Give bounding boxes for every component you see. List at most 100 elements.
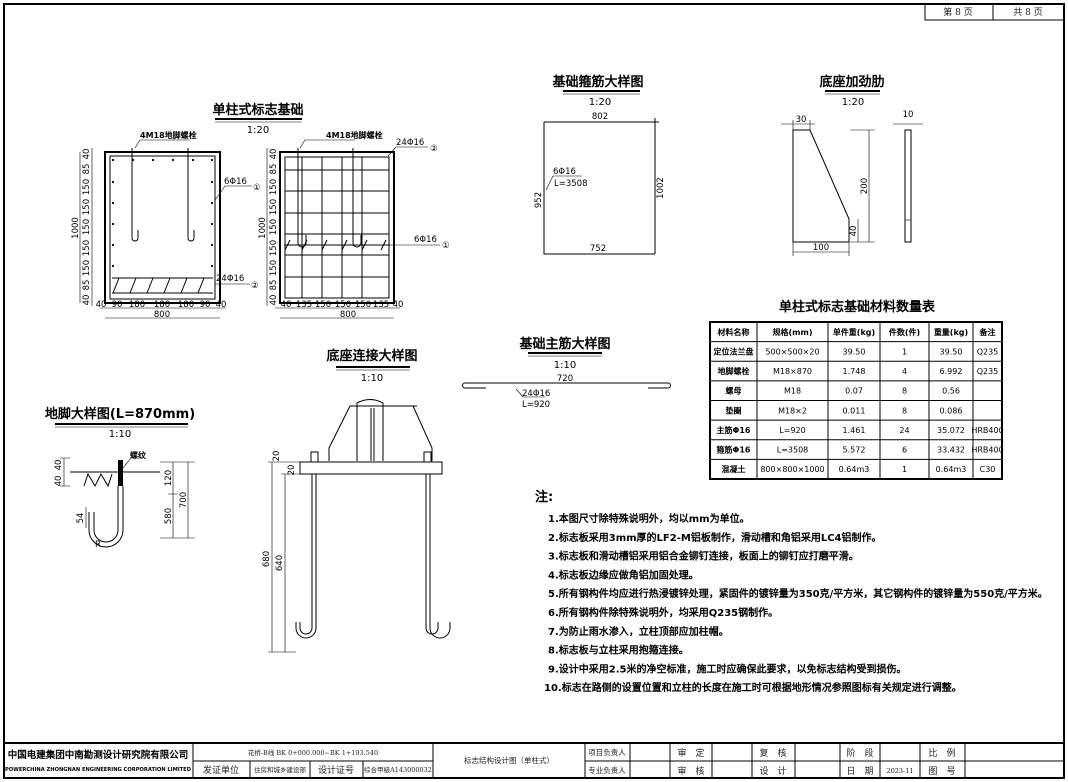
v-dim: 150	[269, 199, 279, 215]
h-dim: 180	[129, 300, 145, 310]
anchor-detail: 地脚大样图(L=870mm) 1:10 螺纹 40 40 54 R 120 58…	[45, 406, 195, 550]
stirrup-right: 1002	[656, 177, 666, 199]
cert: 综合甲级A143000032	[364, 765, 432, 774]
page-box: 第 8 页 共 8 页	[924, 3, 1065, 21]
v-dim: 150	[82, 240, 92, 256]
stirrup-label-left: 6Φ16	[224, 177, 247, 187]
v-dim: 85	[82, 280, 92, 291]
width-total: 800	[154, 310, 170, 320]
anchor-scale: 1:10	[109, 429, 131, 440]
h-dim: 180	[154, 300, 170, 310]
circle-2-right: ②	[430, 144, 438, 154]
v-dim: 150	[269, 260, 279, 276]
main-bar-label-left: 24Φ16	[216, 274, 244, 284]
anchor-dim-right: 700	[179, 492, 189, 508]
v-dim: 40	[269, 295, 279, 306]
table-cell: 500×500×20	[765, 347, 819, 356]
table-header: 规格(mm)	[773, 327, 813, 337]
note-item: 10.标志在路侧的设置位置和立柱的长度在施工时可根据地形情况参照图标有关规定进行…	[544, 681, 962, 694]
rib-detail: 底座加劲肋 1:20 30 10 200 40 100	[781, 74, 923, 256]
discipline-lead: 专业负责人	[588, 765, 626, 775]
table-cell: 螺母	[726, 386, 742, 396]
base-dim: 20	[272, 451, 282, 462]
rib-scale: 1:20	[842, 97, 864, 108]
h-dim: 135	[373, 300, 389, 310]
circle-1-right: ①	[442, 241, 450, 251]
v-dim: 40	[82, 295, 92, 306]
table-cell: Q235	[977, 367, 999, 376]
table-cell: 1.461	[843, 426, 866, 435]
issuer: 住房和城乡建设部	[254, 765, 307, 774]
anchor-dim-r: R	[95, 540, 101, 550]
thread-label: 螺纹	[130, 450, 147, 460]
anchor-dim-right: 120	[164, 470, 174, 486]
note-item: 2.标志板采用3mm厚的LF2-M铝板制作，滑动槽和角铝采用LC4铝制作。	[548, 531, 882, 544]
stirrup-bottom: 752	[590, 244, 606, 254]
main-bar-detail: 基础主筋大样图 1:10 720 24Φ16 L=920	[462, 336, 671, 410]
table-cell: 0.086	[940, 406, 963, 415]
base-dim: 640	[275, 555, 285, 571]
rib-bottom-height: 40	[849, 226, 859, 237]
table-cell: 5.572	[843, 446, 866, 455]
anchor-dim-right: 580	[164, 508, 174, 524]
circle-1-left: ①	[253, 183, 261, 193]
table-header: 件数(件)	[889, 327, 920, 337]
main-bar-scale: 1:10	[554, 360, 576, 371]
table-cell: 箍筋Φ16	[717, 445, 751, 455]
table-cell: 35.072	[937, 426, 965, 435]
stirrup-scale: 1:20	[589, 97, 611, 108]
table-cell: L=3508	[777, 446, 809, 455]
page-total: 共 8 页	[1013, 7, 1042, 18]
h-dim: 90	[112, 300, 123, 310]
main-bar-label1: 24Φ16	[522, 389, 550, 399]
notes-heading: 注:	[535, 489, 553, 505]
foundation-drawing: 单柱式标志基础 1:20 4M18地脚螺栓 6Φ16 ① 24Φ16	[71, 102, 450, 320]
check: 复 核	[759, 747, 786, 759]
v-dim: 150	[269, 240, 279, 256]
v-dim: 150	[82, 179, 92, 195]
base-dim: 20	[287, 465, 297, 476]
table-cell: 6	[902, 446, 907, 455]
circle-2-left: ②	[251, 281, 259, 291]
table-cell: 地脚螺栓	[718, 366, 750, 376]
approve: 审 定	[677, 747, 704, 759]
table-cell: 0.64m3	[936, 465, 967, 474]
table-cell: 8	[902, 387, 907, 396]
table-cell: 主筋Φ16	[717, 425, 751, 435]
h-dim: 40	[96, 300, 107, 310]
table-cell: 0.07	[845, 387, 863, 396]
note-item: 6.所有钢构件除特殊说明外，均采用Q235钢制作。	[548, 606, 778, 619]
table-cell: 39.50	[940, 347, 963, 356]
bolt-label-right: 4M18地脚螺栓	[326, 130, 383, 140]
note-item: 7.为防止雨水渗入，立柱顶部应加柱帽。	[548, 625, 729, 638]
date: 2023-11	[886, 767, 913, 775]
issuer-label: 发证单位	[203, 764, 239, 776]
table-cell: HRB400	[971, 426, 1003, 435]
table-cell: Q235	[977, 347, 999, 356]
main-bar-label-right: 24Φ16	[396, 138, 424, 148]
note-item: 9.设计中采用2.5米的净空标准，施工时应确保此要求，以免标志结构受到损伤。	[548, 662, 906, 675]
rib-width: 100	[813, 243, 829, 253]
note-item: 8.标志板与立柱采用抱箍连接。	[548, 644, 689, 657]
table-cell: 39.50	[843, 347, 866, 356]
base-title: 底座连接大样图	[326, 348, 417, 364]
main-bar-title: 基础主筋大样图	[518, 336, 610, 352]
table-cell: 24	[899, 426, 909, 435]
table-cell: 1.748	[843, 367, 866, 376]
v-dim: 150	[82, 219, 92, 235]
v-dim: 40	[269, 149, 279, 160]
h-dim: 40	[216, 300, 227, 310]
h-dim: 180	[178, 300, 194, 310]
foundation-left-view: 4M18地脚螺栓 6Φ16 ① 24Φ16 ② 40 85 150 150 15…	[71, 130, 261, 320]
anchor-dim-54: 54	[76, 513, 86, 524]
h-dim: 135	[296, 300, 312, 310]
width-total: 800	[340, 310, 356, 320]
review: 审 核	[677, 765, 704, 777]
table-cell: 8	[902, 406, 907, 415]
stirrup-top: 802	[592, 112, 608, 122]
material-table: 单柱式标志基础材料数量表 材料名称规格(mm)单件重(kg)件数(件)重量(kg…	[709, 299, 1004, 480]
table-cell: 800×800×1000	[760, 465, 824, 474]
cert-label: 设计证号	[318, 764, 354, 776]
rib-thickness: 10	[903, 110, 914, 120]
height-total: 1000	[71, 217, 81, 239]
